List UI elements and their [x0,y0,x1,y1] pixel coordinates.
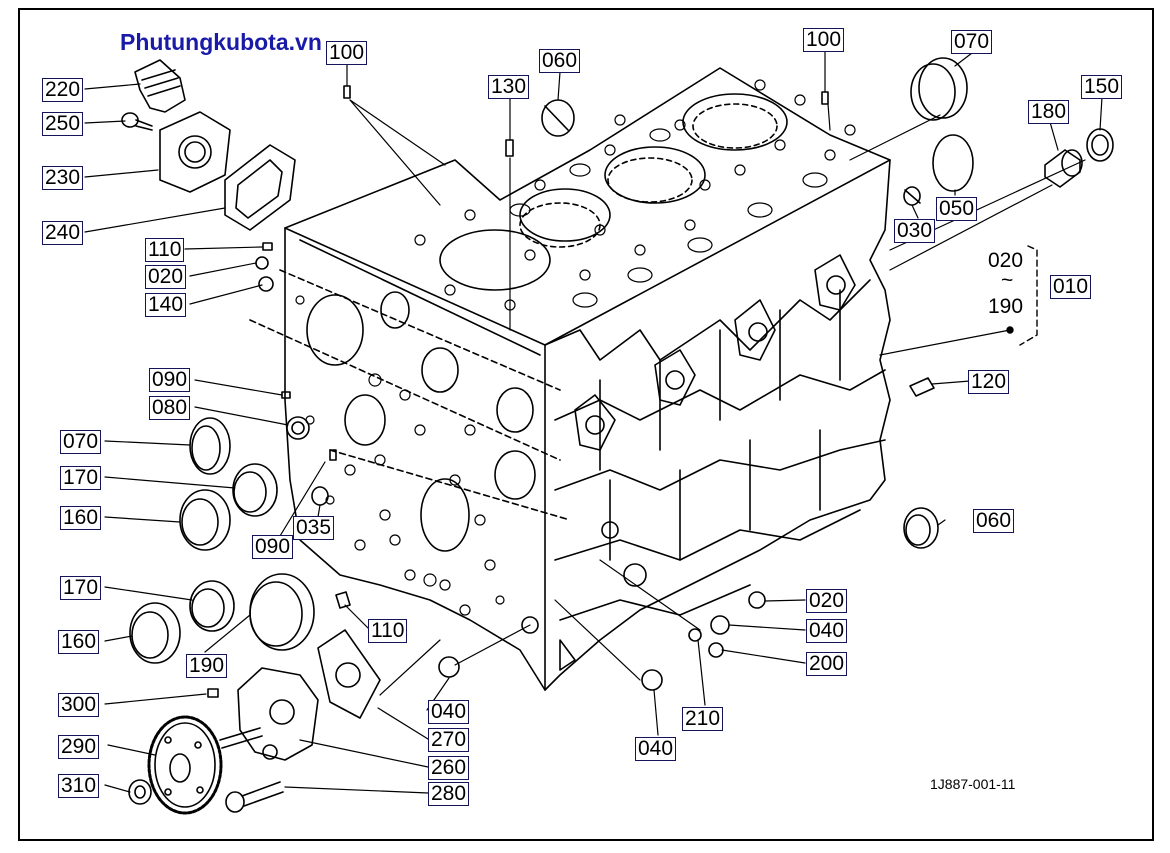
callout-310[interactable]: 310 [58,774,100,798]
part-180-bushing [1044,149,1083,188]
callout-090-lower[interactable]: 090 [252,535,294,559]
watermark: Phutungkubota.vn [120,29,322,55]
part-310-nut [128,779,152,805]
part-170-bushing [232,463,278,517]
callout-180[interactable]: 180 [1028,100,1070,124]
part-240-gasket [224,144,296,231]
small-parts-left [255,242,274,292]
callout-110[interactable]: 110 [145,238,185,262]
callout-130[interactable]: 130 [488,75,530,99]
part-300-pin [207,688,219,698]
range-from: 020 [988,249,1024,272]
callout-260[interactable]: 260 [428,756,470,780]
callout-170[interactable]: 170 [60,466,102,490]
callout-200[interactable]: 200 [806,652,848,676]
cylinder-block [249,67,891,691]
callout-160[interactable]: 160 [60,506,102,530]
part-260-oil-pump [219,667,319,761]
callout-020-side[interactable]: 020 [806,589,848,613]
callout-170-lower[interactable]: 170 [60,576,102,600]
range-bracket [1006,245,1038,346]
callout-280[interactable]: 280 [428,782,470,806]
callout-090[interactable]: 090 [149,368,191,392]
part-220-cap [134,59,186,113]
part-120-pin [909,377,935,397]
part-290-gear [147,715,223,815]
part-030-screw [903,186,921,206]
callout-060-side[interactable]: 060 [973,509,1015,533]
part-250-bolt [121,112,153,131]
callout-100-right[interactable]: 100 [803,28,845,52]
part-070-plug-top [910,57,968,121]
part-190-bearing [249,573,315,651]
callout-100[interactable]: 100 [326,41,368,65]
callout-220[interactable]: 220 [42,78,84,102]
callout-010[interactable]: 010 [1050,275,1092,299]
callout-150[interactable]: 150 [1081,75,1123,99]
callout-190[interactable]: 190 [186,654,228,678]
diagram-border [18,8,1154,841]
drawing-code: 1J887-001-11 [930,776,1016,792]
callout-160-lower[interactable]: 160 [58,630,100,654]
callout-040-bottom[interactable]: 040 [635,737,677,761]
callout-290[interactable]: 290 [58,735,100,759]
callout-040-side[interactable]: 040 [806,619,848,643]
part-160-bushing [179,489,231,551]
callout-040-front[interactable]: 040 [428,700,470,724]
part-170-bushing-lower [189,580,235,632]
callout-110-lower[interactable]: 110 [368,619,408,643]
callout-030[interactable]: 030 [894,219,936,243]
part-060-plug-top [541,99,575,137]
callout-300[interactable]: 300 [58,693,100,717]
callout-070[interactable]: 070 [951,30,993,54]
part-110-pin [335,591,351,609]
callout-060[interactable]: 060 [539,49,581,73]
callout-270[interactable]: 270 [428,728,470,752]
callout-250[interactable]: 250 [42,112,84,136]
range-to: 190 [988,295,1024,318]
part-160-bushing-lower [129,602,181,664]
callout-035[interactable]: 035 [293,516,335,540]
part-230-flange [159,111,231,193]
callout-240[interactable]: 240 [42,221,84,245]
part-070-bushing [189,417,231,475]
part-280-bolt [225,781,284,813]
range-tilde: ~ [1001,269,1014,292]
leader-lines [84,51,1103,794]
callout-020[interactable]: 020 [145,265,187,289]
callout-120[interactable]: 120 [968,370,1010,394]
callout-080[interactable]: 080 [149,396,191,420]
callout-210[interactable]: 210 [682,707,724,731]
callout-140[interactable]: 140 [145,293,187,317]
callout-070-left[interactable]: 070 [60,430,102,454]
callout-230[interactable]: 230 [42,166,84,190]
part-150-seal [1086,128,1114,162]
callout-050[interactable]: 050 [936,197,978,221]
part-270-gasket [317,629,381,719]
part-060-plug-side [903,507,939,549]
part-050-plug [932,134,974,192]
